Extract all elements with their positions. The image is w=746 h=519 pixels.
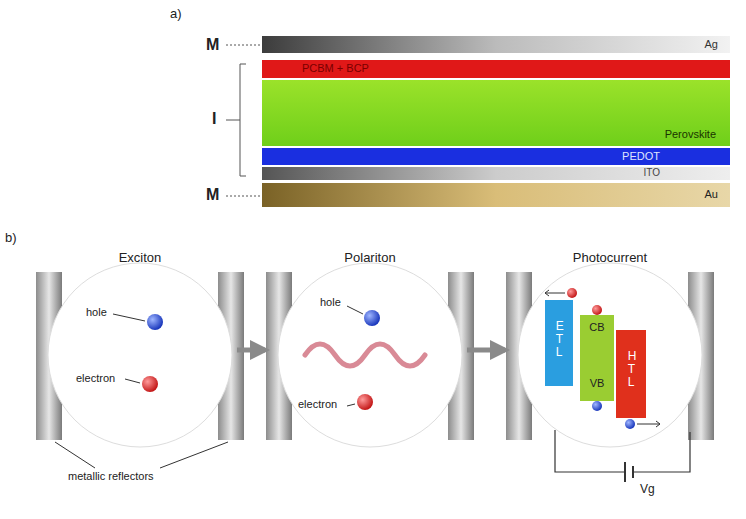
silver-layer: Ag bbox=[262, 36, 730, 53]
perovskite-layer: Perovskite bbox=[262, 80, 730, 146]
node-text: ETL bbox=[556, 320, 563, 360]
bias-circuit bbox=[555, 430, 690, 482]
label: M bbox=[206, 36, 219, 54]
ito-layer: ITO bbox=[262, 167, 730, 180]
perovskite-band: CB VB bbox=[580, 315, 614, 401]
label: b) bbox=[5, 230, 17, 245]
process-arrow bbox=[237, 348, 265, 353]
polariton-panel: Polariton bbox=[275, 250, 465, 450]
node-text: Ag bbox=[705, 38, 718, 50]
label: hole bbox=[320, 296, 341, 308]
node-text: ITO bbox=[644, 167, 660, 178]
label: electron bbox=[298, 398, 337, 410]
label: electron bbox=[76, 372, 115, 384]
gold-layer: Au bbox=[262, 183, 730, 207]
node-text: Exciton bbox=[119, 250, 162, 265]
etl-layer: PCBM + BCP bbox=[262, 60, 730, 78]
node-text: PEDOT bbox=[622, 150, 660, 162]
node-text: Au bbox=[705, 188, 718, 200]
htl-band: HTL bbox=[616, 330, 646, 418]
node-text: Polariton bbox=[344, 250, 395, 265]
pedot-layer: PEDOT bbox=[262, 148, 730, 165]
process-arrow bbox=[467, 348, 505, 353]
node-text: Perovskite bbox=[665, 128, 716, 140]
node-text: VB bbox=[590, 377, 605, 389]
node-text: PCBM + BCP bbox=[302, 62, 369, 74]
label: Vg bbox=[640, 482, 655, 496]
node-text: HTL bbox=[628, 350, 635, 390]
label: I bbox=[212, 110, 216, 128]
particles bbox=[142, 288, 635, 429]
cavity-panels bbox=[36, 263, 714, 447]
label: M bbox=[206, 186, 219, 204]
exciton-panel: Exciton bbox=[45, 250, 235, 450]
label: metallic reflectors bbox=[68, 470, 154, 482]
label: hole bbox=[86, 306, 107, 318]
etl-band: ETL bbox=[545, 300, 573, 386]
node-text: Photocurrent bbox=[573, 250, 647, 265]
bracket bbox=[226, 45, 262, 196]
photocurrent-panel: PhotocurrentETL CB VB HTL bbox=[515, 250, 705, 450]
label: a) bbox=[170, 6, 182, 21]
leader-lines bbox=[55, 290, 660, 468]
node-text: CB bbox=[589, 321, 604, 333]
